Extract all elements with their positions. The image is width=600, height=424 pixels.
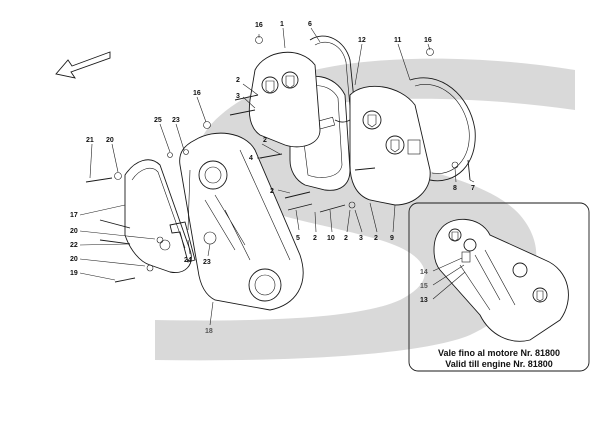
callout-label: 22 bbox=[70, 242, 78, 249]
leader-lines bbox=[79, 27, 475, 326]
inset-callout-label: 15 bbox=[420, 283, 428, 290]
callout-label: 6 bbox=[308, 21, 312, 28]
ferrari-logo-icon bbox=[390, 139, 400, 153]
callout-label: 5 bbox=[296, 235, 300, 242]
callout-label: 2 bbox=[236, 77, 240, 84]
callout-label: 9 bbox=[390, 235, 394, 242]
callout-labels: 16 1 6 12 11 16 2 3 2 4 16 25 23 21 20 1… bbox=[70, 21, 475, 335]
callout-label: 12 bbox=[358, 37, 366, 44]
callout-label: 10 bbox=[327, 235, 335, 242]
callout-label: 20 bbox=[70, 228, 78, 235]
inset-note-italian: Vale fino al motore Nr. 81800 bbox=[438, 348, 560, 358]
inset-callout-label: 13 bbox=[420, 297, 428, 304]
callout-label: 16 bbox=[255, 22, 263, 29]
inset-callout-label: 14 bbox=[420, 269, 428, 276]
bolts bbox=[85, 36, 471, 283]
callout-label: 7 bbox=[471, 185, 475, 192]
ferrari-logo-icon bbox=[285, 75, 295, 89]
callout-label: 17 bbox=[70, 212, 78, 219]
callout-label: 1 bbox=[280, 21, 284, 28]
direction-arrow-icon bbox=[55, 51, 111, 79]
callout-label: 20 bbox=[106, 137, 114, 144]
upper-camshaft-cover bbox=[248, 51, 321, 148]
ferrari-logo-icon bbox=[367, 114, 377, 128]
callout-label: 16 bbox=[193, 90, 201, 97]
callout-label: 21 bbox=[86, 137, 94, 144]
callout-label: 24 bbox=[184, 257, 192, 264]
callout-label: 2 bbox=[270, 188, 274, 195]
callout-label: 8 bbox=[453, 185, 457, 192]
callout-label: 2 bbox=[263, 137, 267, 144]
ferrari-logo-icon bbox=[265, 80, 275, 94]
bracket bbox=[169, 221, 196, 263]
callout-label: 23 bbox=[203, 259, 211, 266]
gasket-right bbox=[409, 77, 476, 182]
callout-label: 3 bbox=[359, 235, 363, 242]
callout-label: 20 bbox=[70, 256, 78, 263]
callout-label: 25 bbox=[154, 117, 162, 124]
callout-label: 2 bbox=[344, 235, 348, 242]
callout-label: 19 bbox=[70, 270, 78, 277]
callout-label: 23 bbox=[172, 117, 180, 124]
inset-panel bbox=[408, 202, 590, 372]
gasket-upper bbox=[309, 35, 356, 123]
callout-label: 11 bbox=[394, 37, 402, 44]
front-timing-cover bbox=[179, 132, 304, 311]
callout-label: 18 bbox=[205, 328, 213, 335]
right-camshaft-cover bbox=[349, 85, 431, 206]
callout-label: 2 bbox=[313, 235, 317, 242]
left-side-cover bbox=[124, 159, 192, 273]
callout-label: 4 bbox=[249, 155, 253, 162]
inset-note-english: Valid till engine Nr. 81800 bbox=[445, 359, 553, 369]
callout-label: 16 bbox=[424, 37, 432, 44]
callout-label: 2 bbox=[374, 235, 378, 242]
callout-label: 3 bbox=[236, 93, 240, 100]
